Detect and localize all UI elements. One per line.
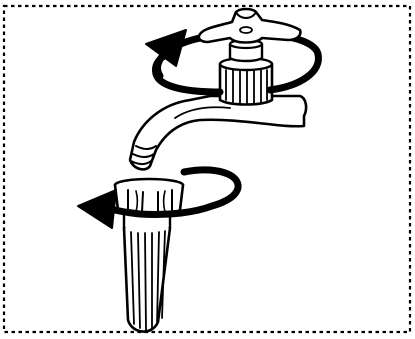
bottom-rotation-arrow-back [184,170,238,206]
tap-handle [199,9,301,43]
filter-cartridge-icon [115,170,238,332]
